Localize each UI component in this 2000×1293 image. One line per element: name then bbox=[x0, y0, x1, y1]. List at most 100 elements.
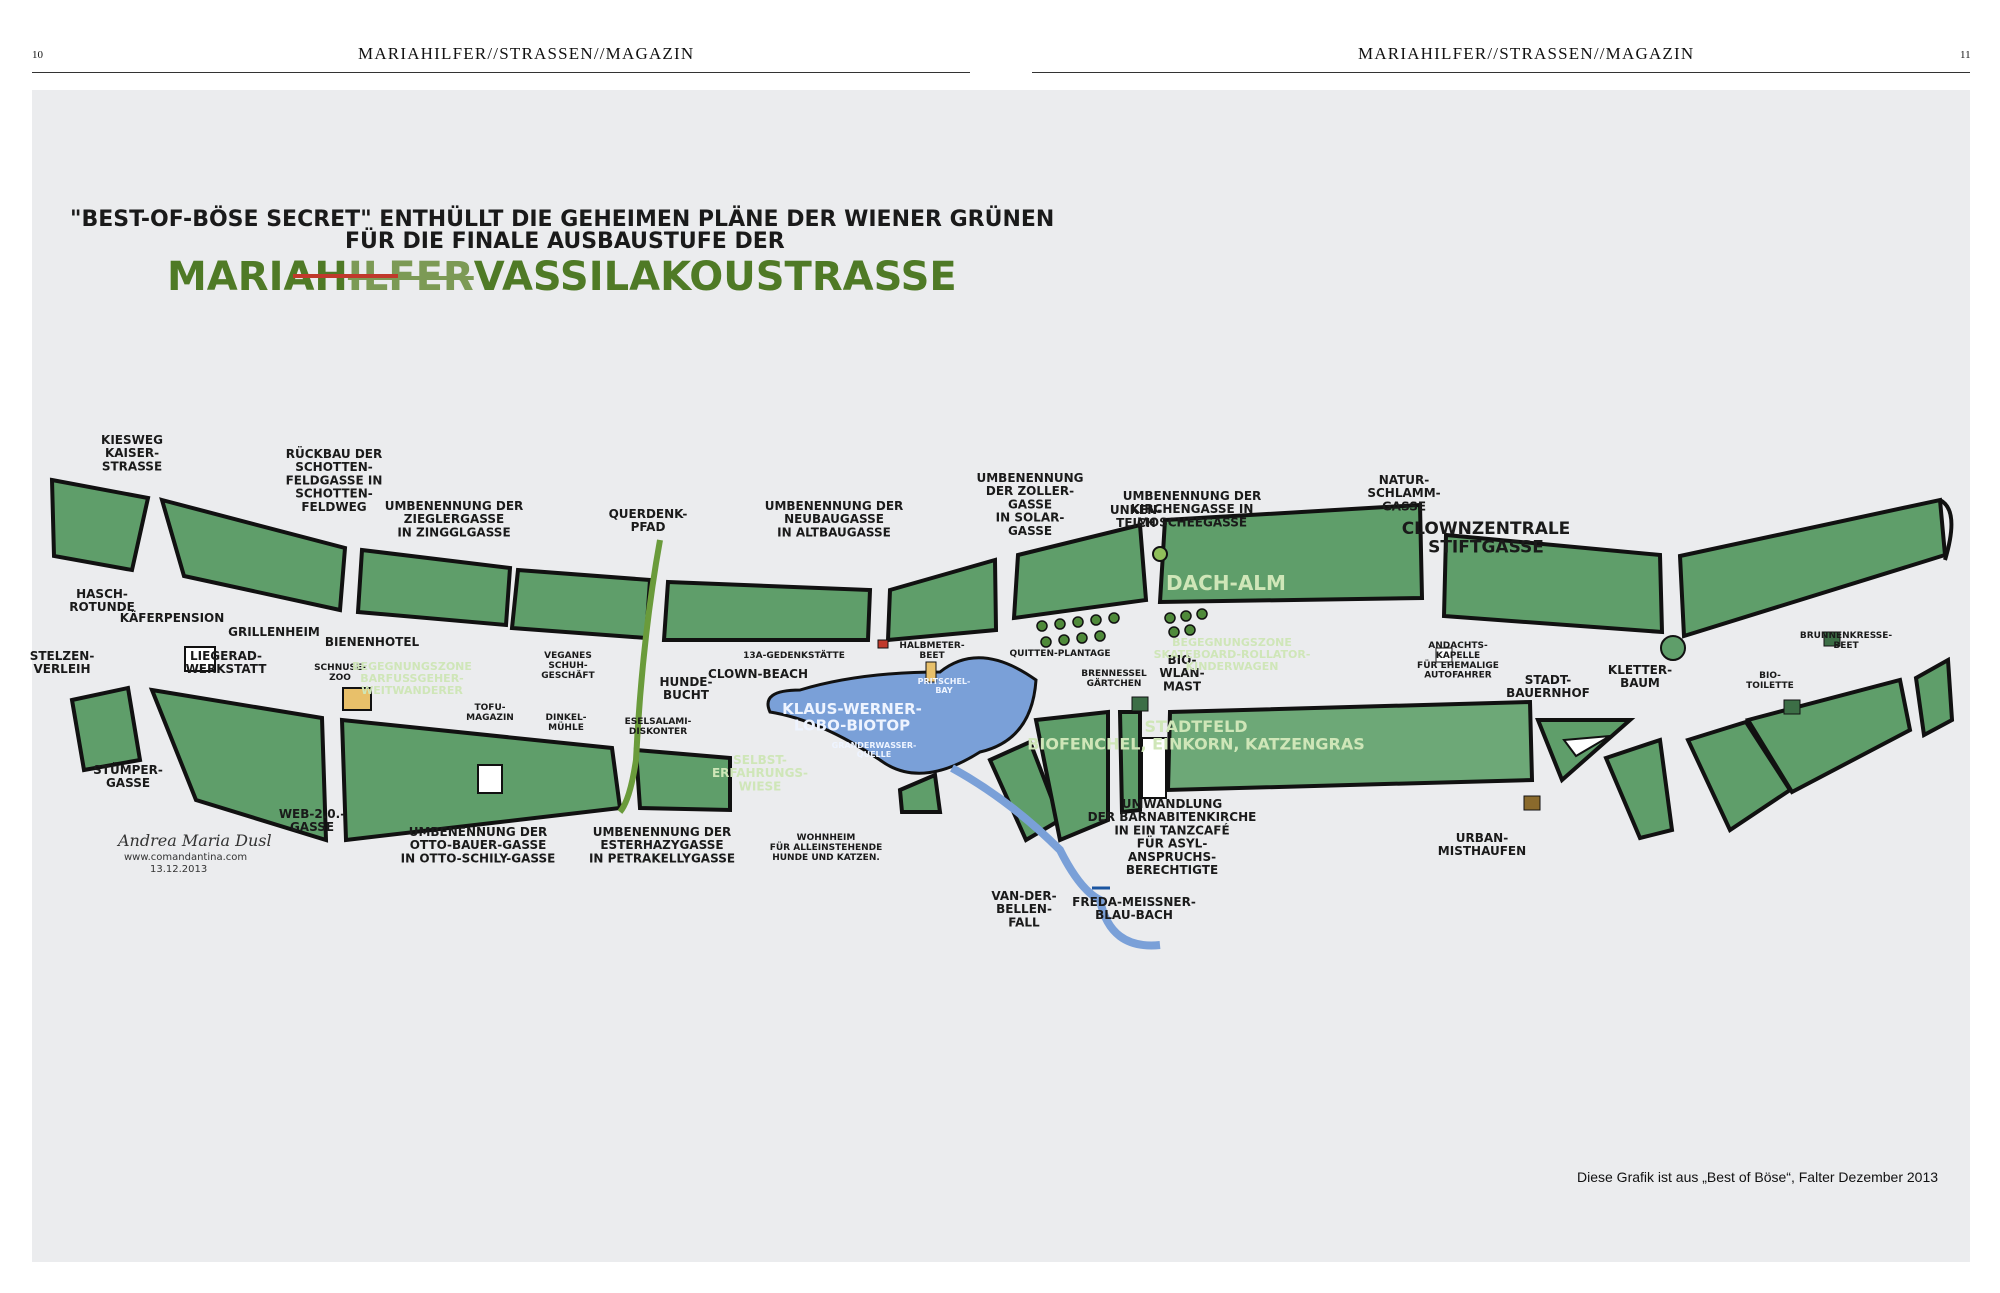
label-line: GASSE bbox=[106, 776, 150, 790]
quitten-plantage-trees bbox=[1036, 608, 1208, 648]
magazine-title-right: MARIAHILFER//STRASSEN//MAGAZIN bbox=[1358, 44, 1695, 63]
block-upper-10 bbox=[1677, 497, 1948, 639]
label-line: BIOFENCHEL, EINKORN, KATZENGRAS bbox=[1027, 735, 1365, 754]
stream bbox=[950, 764, 1161, 950]
label-tofu: TOFU-MAGAZIN bbox=[466, 703, 514, 723]
label-halbmeter: HALBMETER-BEET bbox=[899, 641, 964, 661]
label-line: FREDA-MEISSNER- bbox=[1072, 895, 1196, 909]
label-line: LIEGERAD- bbox=[190, 649, 262, 663]
label-line: ANSPRUCHS- bbox=[1128, 850, 1216, 864]
label-line: VERLEIH bbox=[33, 662, 90, 676]
label-selbst: SELBST-ERFAHRUNGS-WIESE bbox=[712, 753, 808, 793]
label-line: BERECHTIGTE bbox=[1126, 863, 1218, 877]
label-brunnenkresse: BRUNNENKRESSE-BEET bbox=[1800, 631, 1893, 651]
brennessel-icon bbox=[1131, 696, 1149, 712]
label-line: GESCHÄFT bbox=[541, 670, 595, 681]
label-line: URBAN- bbox=[1456, 831, 1508, 845]
label-dach-alm: DACH-ALM bbox=[1166, 571, 1286, 595]
andacht-icon bbox=[1435, 647, 1453, 663]
label-line: HASCH- bbox=[76, 587, 128, 601]
schnuse-zoo-icon bbox=[342, 687, 372, 711]
block-upper-7 bbox=[1011, 522, 1149, 621]
label-line: CLOWN-BEACH bbox=[708, 667, 808, 681]
label-line: GASSE bbox=[1008, 524, 1052, 538]
label-quitten: QUITTEN-PLANTAGE bbox=[1010, 649, 1111, 659]
label-line: FALL bbox=[1008, 915, 1040, 929]
label-line: BUCHT bbox=[663, 688, 710, 702]
label-line: STÜMPER- bbox=[93, 762, 163, 777]
label-line: BRENNESSEL bbox=[1081, 669, 1147, 679]
graphic-title-line1: "BEST-OF-BÖSE SECRET" ENTHÜLLT DIE GEHEI… bbox=[70, 206, 1054, 232]
label-dinkel: DINKEL-MÜHLE bbox=[546, 713, 587, 733]
label-line: STADT- bbox=[1525, 673, 1572, 687]
label-line: HUNDE- bbox=[660, 675, 713, 689]
magazine-title-left: MARIAHILFER//STRASSEN//MAGAZIN bbox=[358, 44, 695, 63]
label-line: QUITTEN-PLANTAGE bbox=[1010, 649, 1111, 659]
label-pritschel: PRITSCHEL-BAY bbox=[918, 677, 971, 695]
header-rule-right bbox=[1032, 72, 1970, 73]
label-biotop: KLAUS-WERNER-LOBO-BIOTOP bbox=[782, 700, 922, 735]
street-new: VASSILAKOUSTRASSE bbox=[474, 254, 957, 300]
label-line: STRASSE bbox=[102, 459, 162, 473]
label-line: BAY bbox=[935, 686, 953, 695]
label-line: IN SOLAR- bbox=[996, 511, 1065, 525]
label-line: LOBO-BIOTOP bbox=[794, 717, 910, 735]
block-stadtfeld bbox=[1165, 699, 1535, 793]
label-line: UMBENENNUNG bbox=[977, 471, 1084, 485]
image-caption: Diese Grafik ist aus „Best of Böse“, Fal… bbox=[1577, 1169, 1939, 1185]
label-line: FELDGASSE IN bbox=[286, 473, 383, 487]
block-upper-4 bbox=[509, 567, 653, 641]
label-line: BEET bbox=[1833, 641, 1859, 651]
stadtbauernhof-icon bbox=[1562, 735, 1611, 758]
label-line: ANDACHTS- bbox=[1428, 641, 1488, 651]
block-upper-1 bbox=[49, 477, 151, 573]
label-line: MÜHLE bbox=[548, 722, 584, 733]
label-line: UMBENENNUNG DER bbox=[385, 499, 524, 513]
label-quelle: GRANDERWASSER-QUELLE bbox=[832, 741, 917, 759]
block-lower-10 bbox=[1603, 737, 1675, 841]
label-line: STIFTGASSE bbox=[1428, 538, 1544, 558]
label-line: HUNDE UND KATZEN. bbox=[772, 853, 880, 863]
label-line: TOILETTE bbox=[1746, 681, 1794, 691]
signature-date: 13.12.2013 bbox=[150, 864, 207, 875]
label-line: GASSE bbox=[1382, 499, 1426, 513]
label-line: WEB-2.0.- bbox=[279, 807, 345, 821]
kletterbaum-icon bbox=[1660, 635, 1686, 661]
label-line: GASSE bbox=[290, 820, 334, 834]
graphic-title-line2: FÜR DIE FINALE AUSBAUSTUFE DER bbox=[345, 228, 785, 254]
label-line: TOFU- bbox=[475, 703, 506, 713]
block-upper-8 bbox=[1157, 502, 1425, 605]
halbmeterbeet-icon bbox=[925, 661, 937, 683]
block-lower-2 bbox=[148, 687, 329, 843]
label-kletter: KLETTER-BAUM bbox=[1608, 663, 1672, 690]
label-line: BEGEGNUNGSZONE bbox=[1172, 636, 1292, 649]
label-line: DINKEL- bbox=[546, 713, 587, 723]
label-line: FÜR EHEMALIGE bbox=[1417, 660, 1499, 671]
block-upper-2 bbox=[159, 497, 348, 613]
label-bienen: BIENENHOTEL bbox=[325, 635, 420, 649]
label-kaefer: KÄFERPENSION bbox=[120, 610, 225, 625]
label-line: KLAUS-WERNER- bbox=[782, 700, 922, 718]
label-line: VAN-DER- bbox=[991, 889, 1056, 903]
label-line: FÜR ASYL- bbox=[1137, 836, 1208, 851]
label-line: GRILLENHEIM bbox=[228, 625, 320, 639]
page-number-right: 11 bbox=[1960, 49, 1971, 61]
label-querdenk: QUERDENK-PFAD bbox=[609, 507, 688, 534]
label-line: UMBENENNUNG DER bbox=[765, 499, 904, 513]
label-line: BLAU-BACH bbox=[1095, 908, 1173, 922]
label-line: ESTERHAZYGASSE bbox=[600, 838, 723, 852]
misthaufen-icon bbox=[1523, 795, 1541, 811]
label-line: NEUBAUGASSE bbox=[784, 512, 884, 526]
label-hundebucht: HUNDE-BUCHT bbox=[660, 675, 713, 702]
label-line: ROTUNDE bbox=[69, 600, 135, 614]
label-grillen: GRILLENHEIM bbox=[228, 625, 320, 639]
label-line: ERFAHRUNGS- bbox=[712, 766, 808, 780]
label-line: VEGANES bbox=[544, 651, 592, 661]
block-upper-9 bbox=[1441, 532, 1665, 635]
block-lower-7 bbox=[1033, 709, 1110, 843]
label-urban: URBAN-MISTHAUFEN bbox=[1438, 831, 1526, 858]
label-line: IN EIN TANZCAFÉ bbox=[1114, 822, 1229, 837]
